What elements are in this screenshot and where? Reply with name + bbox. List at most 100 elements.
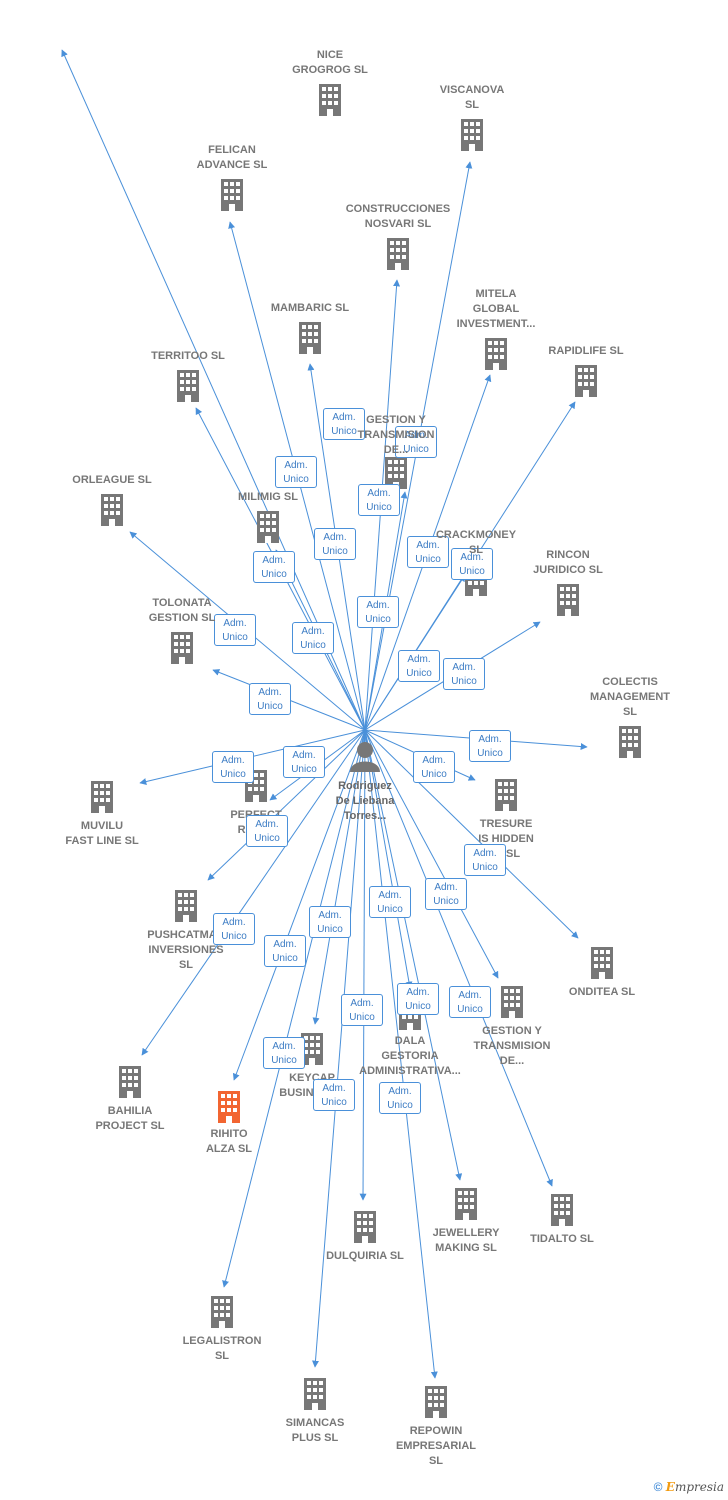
edge-role-badge[interactable]: Adm. Unico bbox=[283, 746, 325, 778]
building-icon[interactable] bbox=[387, 238, 409, 270]
edge-role-badge[interactable]: Adm. Unico bbox=[464, 844, 506, 876]
center-person-icon[interactable] bbox=[350, 742, 380, 772]
node-label-keycap[interactable]: KEYCAP BUSINESS... bbox=[279, 1072, 345, 1099]
edge-role-badge[interactable]: Adm. Unico bbox=[341, 994, 383, 1026]
building-icon[interactable] bbox=[304, 1378, 326, 1410]
building-icon[interactable] bbox=[175, 890, 197, 922]
building-icon[interactable] bbox=[177, 370, 199, 402]
node-label-construcciones[interactable]: CONSTRUCCIONES NOSVARI SL bbox=[345, 203, 451, 230]
edge-role-badge[interactable]: Adm. Unico bbox=[443, 658, 485, 690]
building-icon[interactable] bbox=[619, 726, 641, 758]
edge-rihito bbox=[232, 729, 366, 1081]
edge-role-badge[interactable]: Adm. Unico bbox=[212, 751, 254, 783]
building-icon[interactable] bbox=[495, 779, 517, 811]
edge-role-badge[interactable]: Adm. Unico bbox=[309, 906, 351, 938]
edge-nice bbox=[61, 49, 366, 731]
edge-role-badge[interactable]: Adm. Unico bbox=[264, 935, 306, 967]
edge-role-badge[interactable]: Adm. Unico bbox=[323, 408, 365, 440]
edge-role-badge[interactable]: Adm. Unico bbox=[357, 596, 399, 628]
edge-role-badge[interactable]: Adm. Unico bbox=[214, 614, 256, 646]
edge-role-badge[interactable]: Adm. Unico bbox=[313, 1079, 355, 1111]
edge-role-badge[interactable]: Adm. Unico bbox=[369, 886, 411, 918]
building-icon[interactable] bbox=[354, 1211, 376, 1243]
building-icon[interactable] bbox=[211, 1296, 233, 1328]
building-icon[interactable] bbox=[425, 1386, 447, 1418]
edge-role-badge[interactable]: Adm. Unico bbox=[275, 456, 317, 488]
edges-layer bbox=[61, 49, 588, 1379]
edge-keycap bbox=[312, 729, 366, 1025]
edge-role-badge[interactable]: Adm. Unico bbox=[358, 484, 400, 516]
node-label-jewellery[interactable]: JEWELLERY MAKING SL bbox=[432, 1227, 500, 1254]
node-label-dala[interactable]: DALA GESTORIA ADMINISTRATIVA... bbox=[359, 1035, 461, 1077]
brand-logo: Empresia bbox=[665, 1480, 724, 1494]
node-label-milimig[interactable]: MILIMIG SL bbox=[238, 491, 298, 503]
edge-jewellery bbox=[364, 729, 463, 1181]
edge-repowin bbox=[364, 729, 438, 1379]
edge-role-badge[interactable]: Adm. Unico bbox=[379, 1082, 421, 1114]
node-label-colectis[interactable]: COLECTIS MANAGEMENT SL bbox=[589, 676, 671, 718]
node-label-mitela[interactable]: MITELA GLOBAL INVESTMENT... bbox=[456, 288, 536, 330]
edge-role-badge[interactable]: Adm. Unico bbox=[253, 551, 295, 583]
node-label-legalistron[interactable]: LEGALISTRON SL bbox=[182, 1335, 262, 1362]
edge-role-badge[interactable]: Adm. Unico bbox=[449, 986, 491, 1018]
node-label-repowin[interactable]: REPOWIN EMPRESARIAL SL bbox=[395, 1425, 477, 1467]
node-label-mambaric[interactable]: MAMBARIC SL bbox=[270, 302, 350, 314]
building-icon[interactable] bbox=[551, 1194, 573, 1226]
building-icon[interactable] bbox=[591, 947, 613, 979]
edge-role-badge[interactable]: Adm. Unico bbox=[292, 622, 334, 654]
node-label-nice[interactable]: NICE GROGROG SL bbox=[292, 49, 368, 76]
center-person-label[interactable]: Rodriguez De Liebana Torres... bbox=[335, 780, 395, 822]
node-label-crackmoney[interactable]: CRACKMONEY SL bbox=[435, 529, 517, 556]
edge-role-badge[interactable]: Adm. Unico bbox=[213, 913, 255, 945]
edge-pushcatman bbox=[207, 729, 366, 881]
node-label-rihito[interactable]: RIHITO ALZA SL bbox=[205, 1128, 253, 1155]
edge-role-badge[interactable]: Adm. Unico bbox=[246, 815, 288, 847]
node-label-tresure[interactable]: TRESURE IS HIDDEN IN SL bbox=[478, 818, 534, 860]
edge-role-badge[interactable]: Adm. Unico bbox=[413, 751, 455, 783]
building-icon[interactable] bbox=[101, 494, 123, 526]
building-icon[interactable] bbox=[221, 179, 243, 211]
node-label-gestion1[interactable]: GESTION Y TRANSMISION DE... bbox=[357, 414, 435, 456]
building-icon[interactable] bbox=[557, 584, 579, 616]
building-icon[interactable] bbox=[91, 781, 113, 813]
node-label-rincon[interactable]: RINCON JURIDICO SL bbox=[533, 549, 603, 576]
building-icon[interactable] bbox=[257, 511, 279, 543]
edge-role-badge[interactable]: Adm. Unico bbox=[425, 878, 467, 910]
node-label-dulquiria[interactable]: DULQUIRIA SL bbox=[326, 1250, 404, 1262]
edge-role-badge[interactable]: Adm. Unico bbox=[314, 528, 356, 560]
edge-role-badge[interactable]: Adm. Unico bbox=[398, 650, 440, 682]
node-label-onditea[interactable]: ONDITEA SL bbox=[568, 986, 636, 998]
node-label-bahilia[interactable]: BAHILIA PROJECT SL bbox=[95, 1105, 165, 1132]
building-icon[interactable] bbox=[461, 119, 483, 151]
edge-role-badge[interactable]: Adm. Unico bbox=[451, 548, 493, 580]
building-icon[interactable] bbox=[171, 632, 193, 664]
building-icon[interactable] bbox=[501, 986, 523, 1018]
edge-role-badge[interactable]: Adm. Unico bbox=[249, 683, 291, 715]
node-label-felican[interactable]: FELICAN ADVANCE SL bbox=[196, 144, 268, 171]
building-icon[interactable] bbox=[455, 1188, 477, 1220]
node-label-muvilu[interactable]: MUVILU FAST LINE SL bbox=[65, 820, 139, 847]
node-label-gestion2[interactable]: GESTION Y TRANSMISION DE... bbox=[473, 1025, 551, 1067]
node-label-pushcatman[interactable]: PUSHCATMAN INVERSIONES SL bbox=[147, 929, 225, 971]
node-label-rapidlife[interactable]: RAPIDLIFE SL bbox=[548, 345, 624, 357]
node-label-orleague[interactable]: ORLEAGUE SL bbox=[72, 474, 152, 486]
edge-role-badge[interactable]: Adm. Unico bbox=[469, 730, 511, 762]
edge-dulquiria bbox=[359, 729, 367, 1201]
building-icon[interactable] bbox=[319, 84, 341, 116]
node-label-viscanova[interactable]: VISCANOVA SL bbox=[439, 84, 505, 111]
edge-role-badge[interactable]: Adm. Unico bbox=[397, 983, 439, 1015]
footer-brand: © Empresia bbox=[654, 1480, 724, 1494]
node-label-simancas[interactable]: SIMANCAS PLUS SL bbox=[285, 1417, 345, 1444]
building-icon[interactable] bbox=[119, 1066, 141, 1098]
building-icon[interactable] bbox=[485, 338, 507, 370]
building-icon[interactable] bbox=[575, 365, 597, 397]
edge-gestion2 bbox=[364, 729, 499, 979]
building-icon[interactable] bbox=[299, 322, 321, 354]
edge-legalistron bbox=[222, 729, 366, 1288]
edge-role-badge[interactable]: Adm. Unico bbox=[263, 1037, 305, 1069]
edge-role-badge[interactable]: Adm. Unico bbox=[407, 536, 449, 568]
node-label-territoo[interactable]: TERRITOO SL bbox=[151, 350, 225, 362]
node-label-tidalto[interactable]: TIDALTO SL bbox=[530, 1233, 594, 1245]
node-label-tolonata[interactable]: TOLONATA GESTION SL bbox=[148, 597, 216, 624]
edge-role-badge[interactable]: Adm. Unico bbox=[395, 426, 437, 458]
